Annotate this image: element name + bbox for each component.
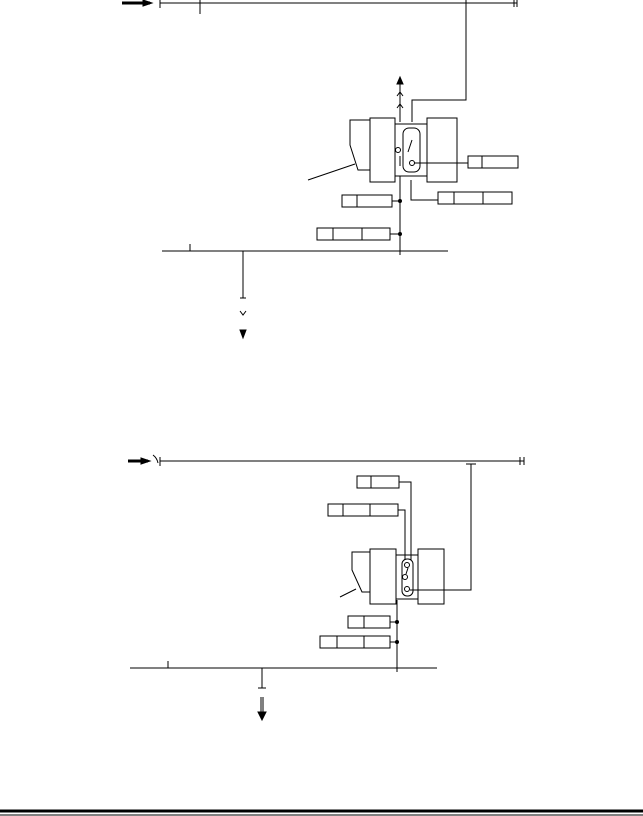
lower-inlet-arrow-icon: [128, 458, 150, 464]
upper-inlet-arrow-icon: [122, 0, 152, 6]
lower-junction-1: [396, 621, 399, 624]
upper-device-right-block: [427, 118, 457, 182]
lower-device-right-block: [418, 549, 444, 604]
upper-outlet-chevron-icon: [240, 311, 246, 315]
upper-valve-circle-left: [396, 148, 401, 153]
upper-valve-stem: [408, 140, 412, 152]
upper-junction-1: [399, 200, 402, 203]
lower-top-small-box-lead: [399, 482, 411, 560]
lower-top-wide-box: [328, 504, 398, 516]
lower-valve-stem: [406, 568, 408, 574]
lower-valve-circle-mid: [403, 575, 408, 580]
upper-schematic: [122, 0, 518, 338]
upper-device-center-block: [395, 124, 427, 176]
upper-leader-line: [308, 164, 355, 180]
upper-right-box-2: [438, 192, 512, 204]
lower-top-wide-box-lead: [398, 510, 405, 560]
lower-small-box: [348, 616, 390, 628]
upper-device-inner-slot: [403, 128, 420, 172]
lower-device-wedge: [352, 552, 370, 592]
lower-outlet-arrow-icon: [258, 697, 266, 720]
lower-leader-line: [340, 589, 356, 597]
lower-device-inner-slot: [402, 559, 413, 596]
lower-inlet-curve: [153, 455, 158, 463]
lower-valve-circle-top: [405, 563, 410, 568]
lower-top-small-box: [357, 476, 399, 488]
upper-left-box-1: [342, 195, 392, 207]
upper-feed-line: [412, 10, 466, 122]
lower-feed-line: [410, 464, 471, 590]
lower-valve-circle-bottom: [405, 587, 410, 592]
upper-valve-circle-right: [410, 161, 415, 166]
lower-device-left-block: [370, 549, 396, 604]
upper-junction-2: [399, 233, 402, 236]
lower-schematic: [128, 455, 524, 720]
upper-device-left-block: [370, 118, 395, 182]
upper-outlet-arrow-icon: [397, 77, 403, 122]
upper-right-box-lead-2: [411, 180, 438, 200]
upper-right-box-1: [468, 156, 518, 168]
upper-outlet-arrow-icon: [240, 330, 246, 338]
upper-device-wedge: [350, 120, 370, 170]
lower-junction-2: [396, 641, 399, 644]
lower-wide-box: [320, 636, 390, 648]
upper-left-box-2: [317, 228, 390, 240]
